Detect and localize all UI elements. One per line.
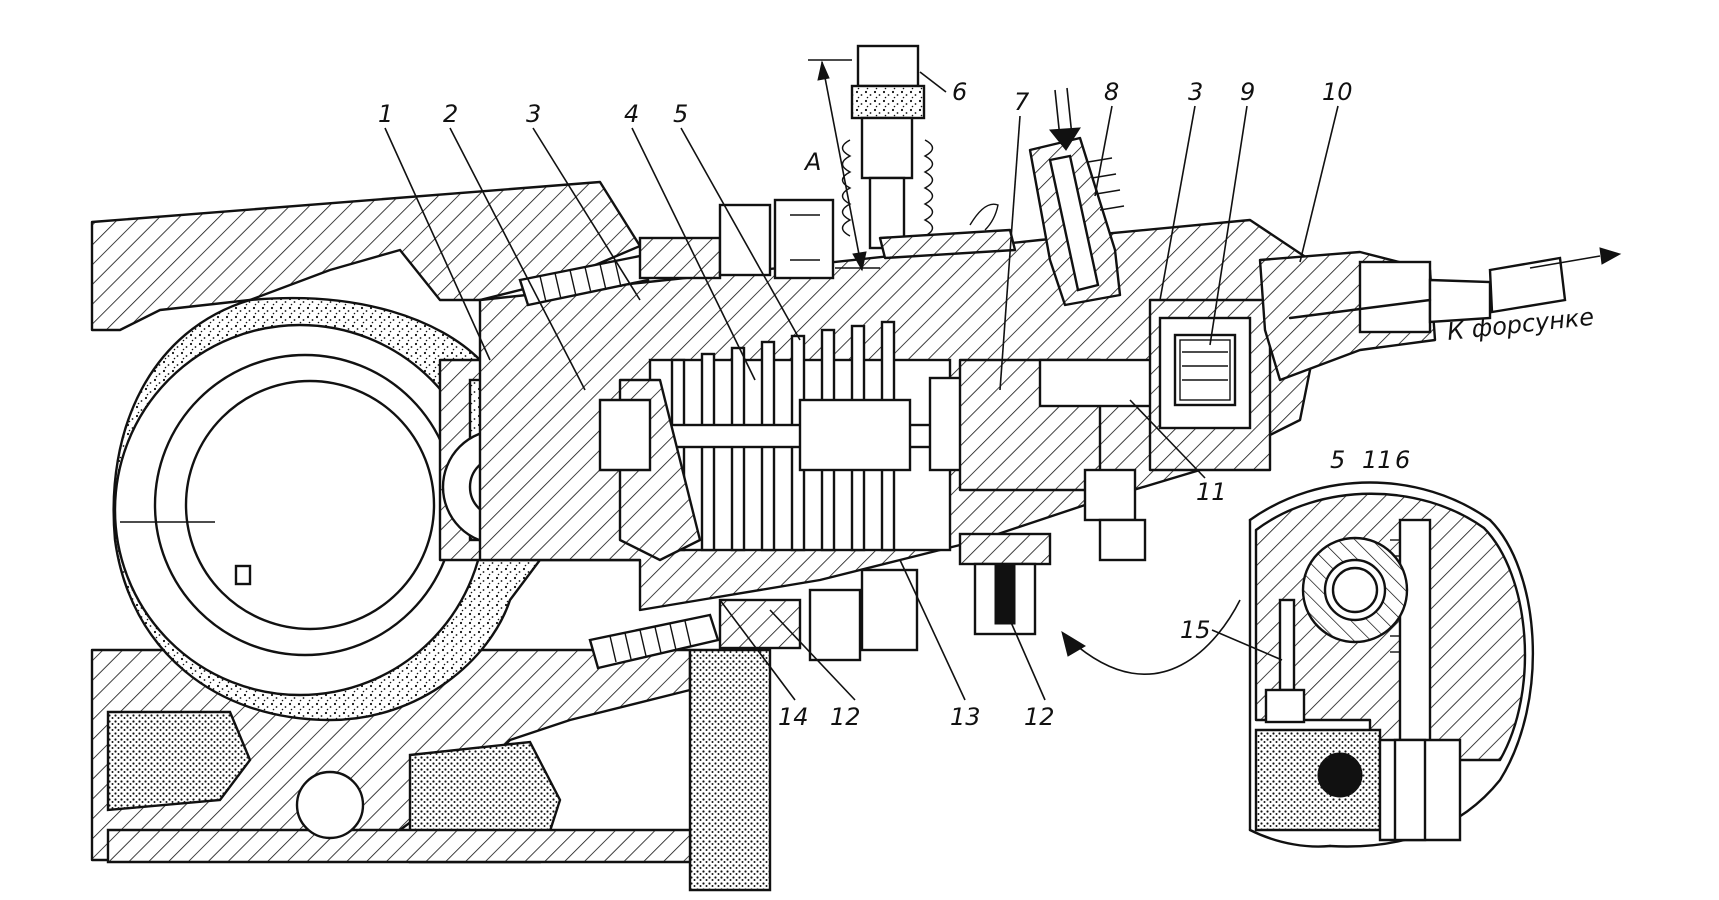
leader-9	[1209, 105, 1248, 346]
upper-stud	[518, 198, 835, 307]
inlet-fitting	[1028, 87, 1125, 307]
label-5: 5	[673, 100, 688, 128]
leader-7	[999, 115, 1021, 391]
label-3b: 3	[1188, 78, 1203, 106]
leader-8	[1094, 105, 1113, 197]
label-8: 8	[1104, 78, 1119, 106]
label-6b: 6	[1395, 446, 1410, 474]
label-12b: 12	[1024, 703, 1055, 731]
dimension-a	[808, 59, 880, 272]
leader-10	[1299, 105, 1339, 263]
label-11a: 11	[1196, 478, 1227, 506]
leader-lines	[384, 71, 1339, 701]
leader-12a	[769, 609, 856, 701]
leader-3a	[532, 127, 641, 301]
lower-stud	[588, 568, 919, 670]
leader-4	[631, 127, 756, 381]
label-1: 1	[378, 100, 393, 128]
label-10: 10	[1322, 78, 1353, 106]
label-7: 7	[1014, 88, 1030, 116]
label-4: 4	[624, 100, 639, 128]
leader-11a	[1129, 399, 1206, 479]
label-2: 2	[443, 100, 458, 128]
label-dim-a: A	[803, 148, 821, 176]
camshaft	[112, 296, 542, 722]
pump-body	[478, 218, 1322, 612]
adjusting-screw-assembly	[841, 44, 1017, 260]
label-3a: 3	[526, 100, 541, 128]
leader-12b	[1009, 619, 1046, 701]
label-13: 13	[950, 703, 981, 731]
label-15: 15	[1180, 616, 1211, 644]
leader-13	[899, 559, 966, 701]
label-9: 9	[1240, 78, 1255, 106]
leader-3b	[1159, 105, 1196, 301]
leader-14	[719, 599, 796, 701]
label-6: 6	[952, 78, 967, 106]
leader-5	[680, 127, 801, 341]
label-5b: 5	[1330, 446, 1345, 474]
leader-6	[919, 71, 947, 93]
label-11b: 11	[1362, 446, 1393, 474]
label-14: 14	[778, 703, 809, 731]
outlet-union	[1258, 247, 1622, 382]
leader-1	[384, 127, 491, 361]
leader-2	[449, 127, 586, 391]
detail-inset	[1061, 481, 1535, 848]
bottom-screw	[958, 532, 1052, 636]
leader-15	[1211, 629, 1283, 661]
label-12a: 12	[830, 703, 861, 731]
